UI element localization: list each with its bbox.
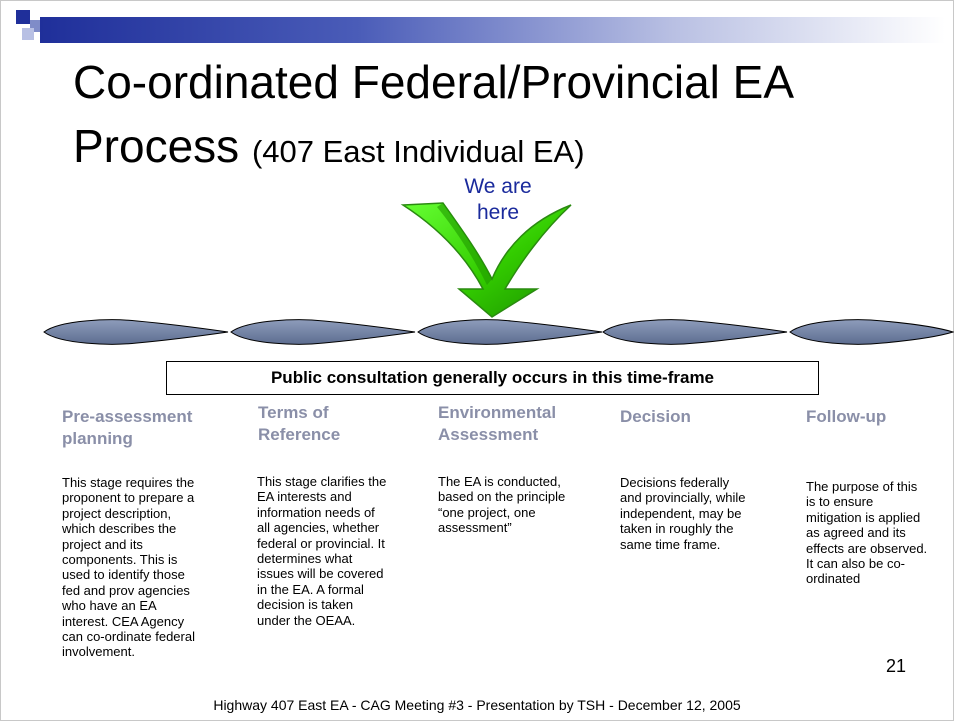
description-line: based on the principle (438, 489, 566, 505)
description-line: determines what (257, 551, 353, 567)
description-line: Decisions federally (620, 475, 730, 490)
timeline-stage-2 (230, 319, 416, 345)
description-line: This stage requires the (62, 475, 195, 490)
description-line: under the OEAA. (257, 612, 356, 628)
description-line: which describes the (62, 521, 177, 537)
timeline-stage-1 (43, 319, 229, 345)
description-line: It can also be co- (806, 556, 905, 572)
description-line: issues will be covered (257, 566, 384, 582)
description-line: “one project, one (438, 504, 536, 520)
description-line: can co-ordinate federal (62, 629, 195, 645)
description-line: information needs of (257, 504, 375, 520)
title-line-1: Co-ordinated Federal/Provincial EA (73, 56, 795, 108)
description-line: independent, may be (620, 505, 742, 521)
description-line: federal or provincial. It (257, 535, 385, 551)
header-gradient-bar (40, 17, 945, 43)
stage-title-pre-assessment: Pre-assessment planning (62, 407, 193, 448)
description-line: EA interests and (257, 489, 352, 505)
description-line: taken in roughly the (620, 521, 734, 537)
description-line: fed and prov agencies (62, 582, 190, 598)
we-are-here-arrow-icon (400, 202, 572, 318)
stage-title-environmental-assessment: Environmental Assessment (438, 403, 557, 444)
description-line: decision is taken (257, 597, 354, 613)
title-line-2: Process (407 East Individual EA) (73, 114, 933, 184)
header-square-3 (22, 28, 34, 40)
page-number: 21 (886, 656, 907, 676)
we-are-here-line-2: here (476, 201, 520, 224)
description-line: same time frame. (620, 536, 721, 552)
description-line: in the EA. A formal (257, 581, 364, 597)
title-subtitle: (407 East Individual EA) (251, 134, 585, 169)
description-line: assessment” (438, 520, 512, 536)
slide-footer: Highway 407 East EA - CAG Meeting #3 - P… (213, 697, 741, 713)
title-process: Process (73, 120, 240, 172)
description-line: The purpose of this (806, 479, 918, 494)
description-line: all agencies, whether (257, 520, 380, 536)
description-line: effects are observed. (806, 540, 928, 556)
description-line: as agreed and its (806, 525, 906, 541)
description-line: used to identify those (62, 567, 185, 583)
public-consultation-box: Public consultation generally occurs in … (166, 361, 819, 395)
description-line: This stage clarifies the (257, 474, 387, 489)
description-line: involvement. (62, 644, 135, 660)
stage-title-decision: Decision (620, 407, 691, 426)
description-line: components. This is (62, 552, 178, 568)
stage-title-terms-of-reference: Terms of Reference (258, 403, 341, 444)
timeline-stage-5 (789, 319, 954, 345)
description-line: who have an EA (62, 598, 157, 614)
slide-title: Co-ordinated Federal/Provincial EA Proce… (73, 50, 933, 184)
description-line: The EA is conducted, (438, 474, 561, 489)
description-line: interest. CEA Agency (62, 613, 185, 629)
description-line: and provincially, while (620, 490, 746, 506)
description-line: is to ensure (806, 494, 874, 510)
description-line: project description, (62, 505, 172, 521)
description-line: project and its (62, 536, 143, 552)
we-are-here-label: We are here (438, 174, 558, 226)
timeline-stage-4 (602, 319, 788, 345)
description-line: proponent to prepare a (62, 490, 195, 506)
description-line: ordinated (806, 571, 861, 587)
we-are-here-line-1: We are (464, 175, 532, 198)
timeline-stage-3 (417, 319, 603, 345)
header-square-1 (16, 10, 30, 24)
stage-title-follow-up: Follow-up (806, 407, 887, 426)
stage-desc-environmental-assessment: The EA is conducted,based on the princip… (438, 474, 565, 536)
process-timeline (43, 319, 954, 345)
description-line: mitigation is applied (806, 509, 921, 525)
